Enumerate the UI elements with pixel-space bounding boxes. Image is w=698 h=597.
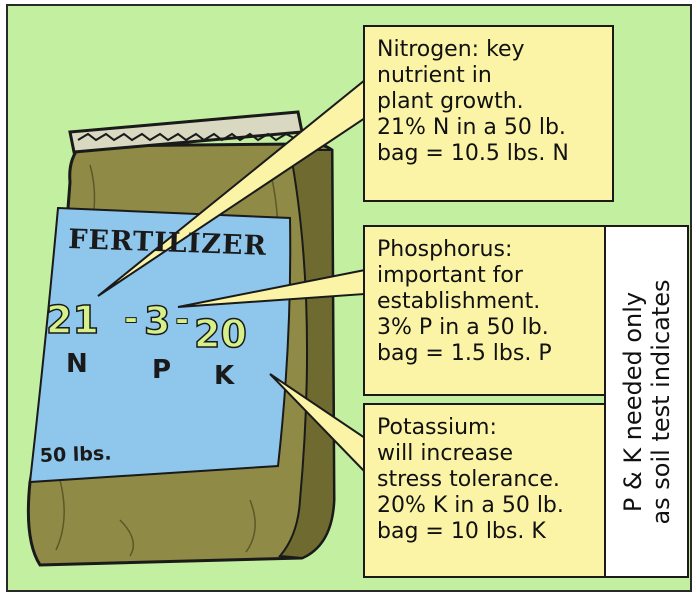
grade-separator-1: - (124, 299, 138, 339)
grade-p-number: 3 (144, 299, 170, 343)
potassium-line: will increase (377, 441, 598, 467)
nitrogen-line: nutrient in (377, 63, 602, 89)
soil-test-note-line: as soil test indicates (647, 232, 675, 572)
grade-n-letter: N (66, 349, 88, 379)
nitrogen-callout: Nitrogen: key nutrient in plant growth. … (363, 25, 614, 202)
nitrogen-line: Nitrogen: key (377, 37, 602, 63)
soil-test-note-text: P & K needed only as soil test indicates (619, 232, 675, 572)
phosphorus-line: important for (377, 263, 598, 289)
grade-separator-2: - (175, 300, 189, 340)
potassium-line: 20% K in a 50 lb. (377, 493, 598, 519)
bag-weight: 50 lbs. (39, 443, 111, 467)
soil-test-note: P & K needed only as soil test indicates (604, 225, 689, 578)
grade-k-number: 20 (194, 312, 247, 356)
phosphorus-line: bag = 1.5 lbs. P (377, 341, 598, 367)
nitrogen-line: bag = 10.5 lbs. N (377, 141, 602, 167)
phosphorus-line: Phosphorus: (377, 237, 598, 263)
phosphorus-line: 3% P in a 50 lb. (377, 315, 598, 341)
phosphorus-callout: Phosphorus: important for establishment.… (363, 225, 610, 396)
potassium-line: stress tolerance. (377, 467, 598, 493)
potassium-line: bag = 10 lbs. K (377, 519, 598, 545)
potassium-line: Potassium: (377, 415, 598, 441)
potassium-callout: Potassium: will increase stress toleranc… (363, 403, 610, 578)
phosphorus-line: establishment. (377, 289, 598, 315)
grade-k-letter: K (214, 361, 235, 391)
nitrogen-line: plant growth. (377, 89, 602, 115)
grade-p-letter: P (152, 355, 171, 385)
nitrogen-line: 21% N in a 50 lb. (377, 115, 602, 141)
grade-n-number: 21 (46, 298, 99, 342)
soil-test-note-line: P & K needed only (619, 232, 647, 572)
